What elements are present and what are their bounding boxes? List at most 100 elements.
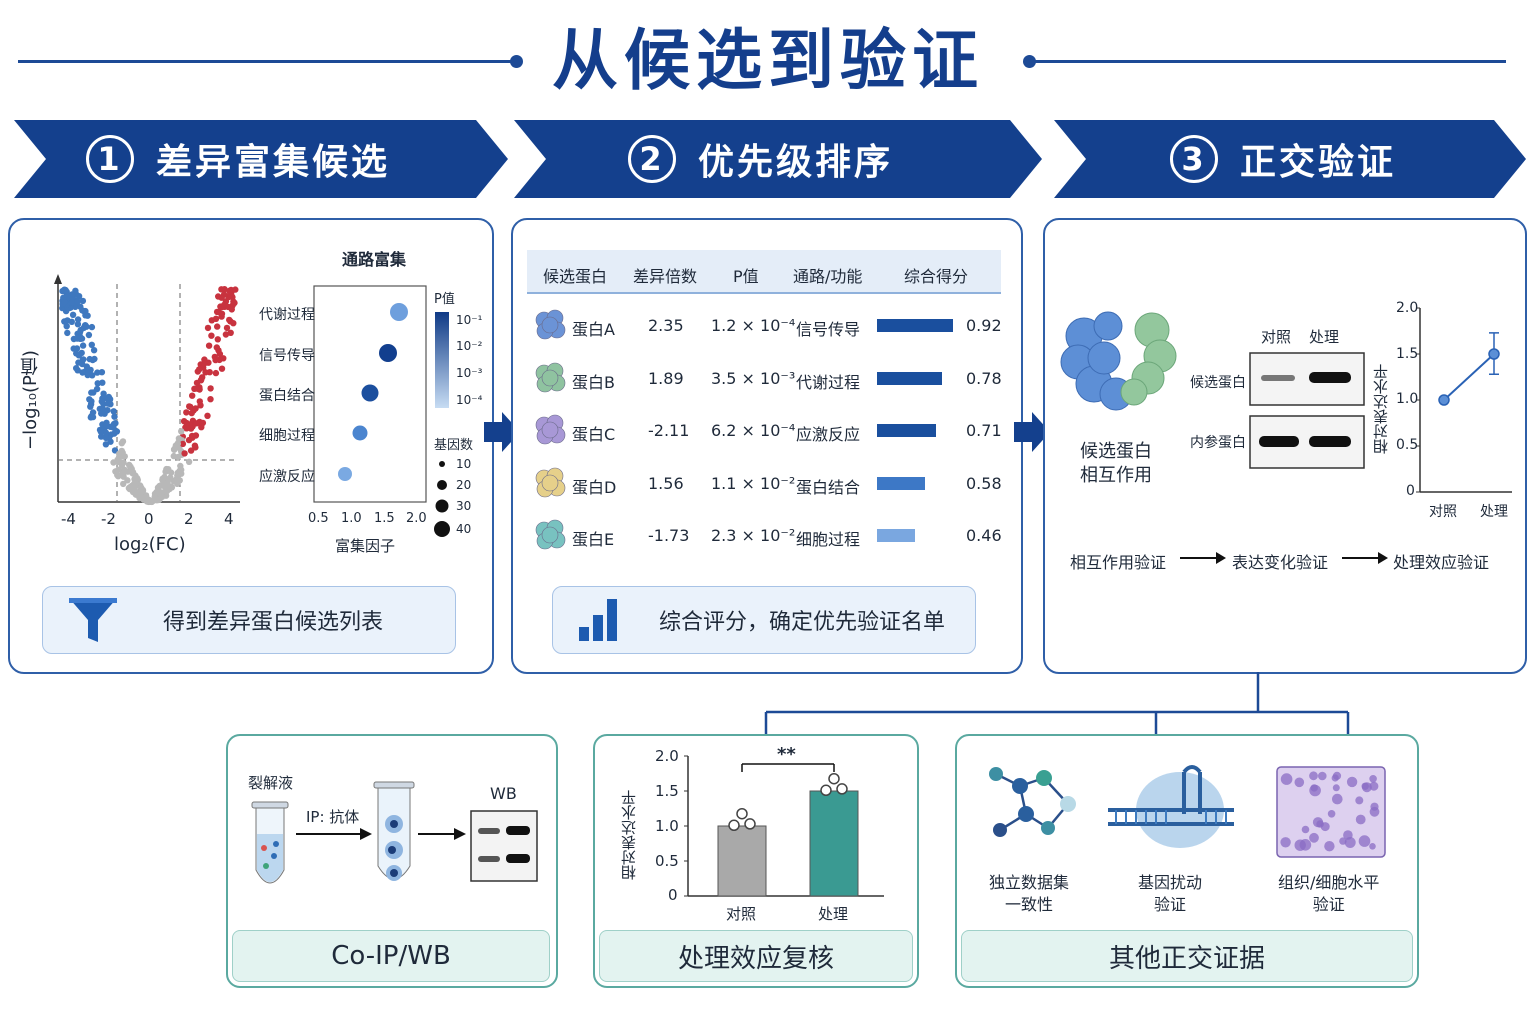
volcano-point bbox=[97, 428, 105, 435]
score-bar bbox=[877, 424, 936, 437]
title-dot-left bbox=[510, 55, 523, 68]
replicate-point bbox=[744, 818, 756, 830]
protein-icon bbox=[535, 362, 566, 392]
volcano-point bbox=[120, 459, 127, 466]
enrich-term: 细胞过程 bbox=[259, 428, 315, 444]
volcano-point bbox=[207, 385, 214, 392]
tissue-cell bbox=[1346, 776, 1358, 788]
enrich-plot bbox=[313, 285, 427, 503]
replicate-point bbox=[736, 807, 748, 820]
volcano-point bbox=[199, 374, 206, 381]
volcano-point bbox=[176, 467, 183, 475]
volcano-point bbox=[62, 286, 69, 294]
volcano-point bbox=[104, 400, 112, 407]
enrich-term: 应激反应 bbox=[259, 469, 315, 485]
volcano-point bbox=[175, 435, 183, 442]
score-bar bbox=[877, 476, 925, 490]
enrich-point bbox=[390, 303, 408, 321]
volcano-point bbox=[214, 323, 221, 330]
bar-xtick: 处理 bbox=[818, 905, 849, 923]
volcano-point bbox=[70, 345, 77, 352]
volcano-point bbox=[204, 324, 212, 332]
enrich-term: 代谢过程 bbox=[259, 307, 315, 323]
volcano-point bbox=[191, 442, 199, 449]
volcano-point bbox=[118, 440, 126, 447]
volcano-point bbox=[208, 332, 215, 339]
western-blot-image bbox=[1249, 352, 1365, 469]
score-value: 0.46 bbox=[966, 526, 1002, 545]
volcano-point bbox=[227, 329, 234, 336]
line-plot-ytick: 2.0 bbox=[1396, 300, 1419, 316]
line-plot-xtick: 对照 bbox=[1429, 504, 1457, 520]
tissue-cell bbox=[1369, 781, 1379, 791]
volcano-point bbox=[183, 419, 190, 427]
lysate-tube-icon bbox=[251, 801, 289, 884]
tissue-cell bbox=[1299, 839, 1312, 851]
bar-chart-ylabel: 相对表达水平 bbox=[620, 790, 638, 880]
count-legend-title: 基因数 bbox=[434, 438, 474, 453]
arrow-right-icon bbox=[1014, 412, 1050, 452]
volcano-point bbox=[118, 447, 126, 455]
ranking-row: 蛋白E -1.73 2.3 × 10⁻² 细胞过程 0.46 bbox=[527, 510, 1002, 560]
pvalue-colorbar bbox=[435, 312, 449, 408]
title-line-left bbox=[18, 60, 518, 63]
fold-change: 1.56 bbox=[648, 473, 684, 493]
enrich-xtick: 0.5 bbox=[308, 511, 329, 526]
step1-chevron bbox=[14, 120, 508, 198]
tissue-cell bbox=[1369, 775, 1377, 783]
pathway: 蛋白结合 bbox=[796, 477, 861, 497]
volcano-point bbox=[98, 433, 105, 440]
wb-row: 候选蛋白 bbox=[1190, 375, 1246, 391]
volcano-xlabel: log₂(FC) bbox=[114, 534, 186, 555]
volcano-point bbox=[111, 413, 118, 420]
volcano-point bbox=[74, 316, 82, 323]
wb-col: 对照 bbox=[1261, 328, 1292, 346]
network-icon bbox=[989, 767, 1076, 837]
volcano-point bbox=[89, 409, 97, 416]
volcano-point bbox=[74, 321, 82, 328]
tissue-cell bbox=[1301, 825, 1310, 834]
orthogonal-item: 组织/细胞水平 验证 bbox=[1278, 873, 1380, 914]
score-bar bbox=[877, 319, 953, 332]
volcano-point bbox=[104, 407, 111, 414]
volcano-point bbox=[212, 356, 219, 364]
volcano-point bbox=[104, 395, 111, 402]
volcano-point bbox=[76, 328, 84, 336]
volcano-point bbox=[68, 318, 75, 325]
tissue-cell bbox=[1358, 835, 1371, 847]
title-line-right bbox=[1030, 60, 1506, 63]
enrich-term: 信号传导 bbox=[259, 348, 315, 364]
volcano-point bbox=[79, 356, 87, 363]
volcano-point bbox=[98, 398, 106, 405]
volcano-point bbox=[222, 331, 230, 338]
bar-ytick: 2.0 bbox=[655, 747, 679, 765]
subpanel2-banner: 处理效应复核 bbox=[599, 930, 913, 982]
volcano-point bbox=[170, 477, 177, 485]
volcano-point bbox=[61, 318, 68, 325]
volcano-point bbox=[199, 419, 207, 427]
volcano-point bbox=[183, 409, 190, 416]
volcano-point bbox=[218, 310, 226, 317]
p-value: 6.2 × 10⁻⁴ bbox=[711, 421, 796, 440]
ranking-header: 通路/功能 bbox=[793, 267, 863, 286]
arrow-right-icon bbox=[1180, 552, 1226, 564]
bar-ytick: 1.5 bbox=[655, 782, 679, 800]
volcano-point bbox=[132, 480, 139, 488]
tissue-cell bbox=[1331, 774, 1339, 782]
bar-ytick: 0.5 bbox=[655, 852, 679, 870]
volcano-point bbox=[231, 299, 238, 307]
volcano-point bbox=[75, 352, 83, 359]
volcano-point bbox=[163, 465, 170, 473]
protein-name: 蛋白B bbox=[572, 372, 615, 392]
volcano-point bbox=[115, 473, 122, 480]
volcano-point bbox=[205, 342, 213, 349]
volcano-point bbox=[121, 466, 128, 474]
volcano-xtick: 0 bbox=[144, 510, 154, 528]
replicate-point bbox=[836, 783, 848, 795]
volcano-point bbox=[220, 355, 227, 362]
ip-label: IP: 抗体 bbox=[306, 808, 360, 826]
pvalue-tick: 10⁻¹ bbox=[456, 313, 483, 327]
title-dot-right bbox=[1023, 55, 1036, 68]
fold-change: -2.11 bbox=[648, 421, 690, 440]
